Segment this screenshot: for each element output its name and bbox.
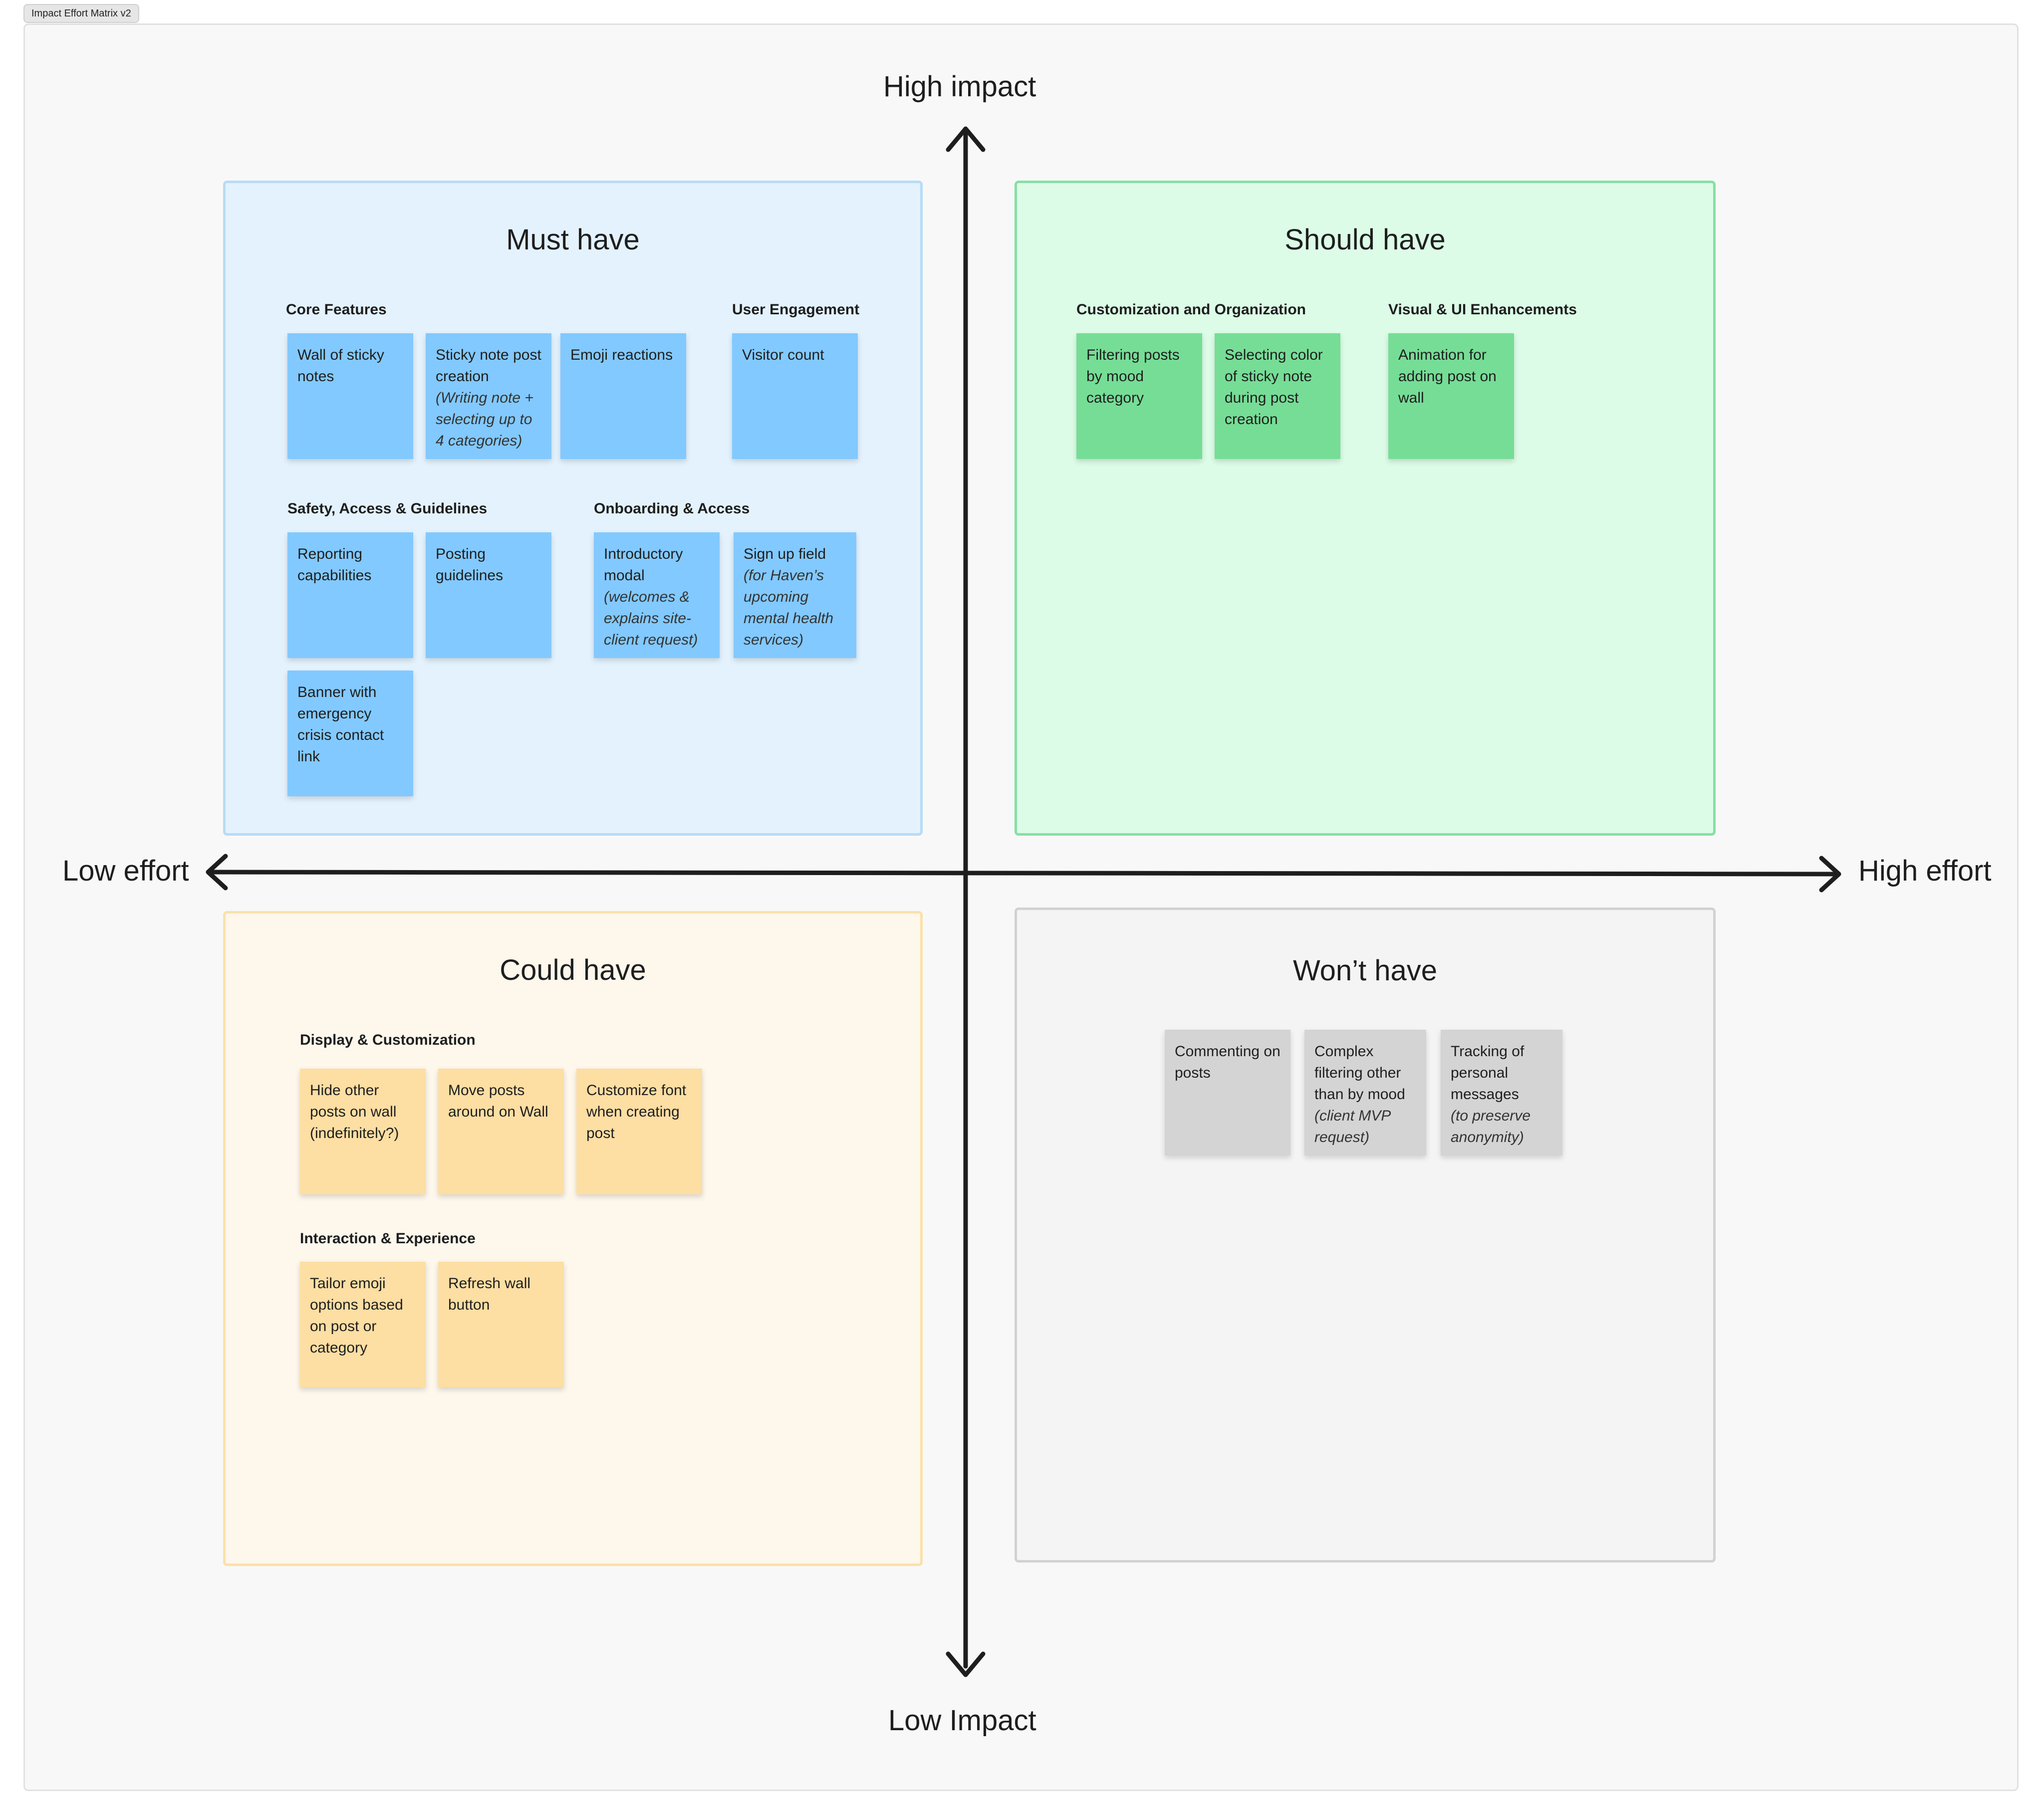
group-label-core-features: Core Features	[286, 301, 387, 318]
group-label-visual-ui: Visual & UI Enhancements	[1388, 301, 1577, 318]
sticky-emergency-banner[interactable]: Banner with emergency crisis contact lin…	[287, 671, 413, 796]
sticky-text: Posting guidelines	[436, 546, 504, 584]
down-arrowhead	[946, 1651, 986, 1677]
sticky-note-detail: (to preserve anonymity)	[1451, 1108, 1531, 1145]
wont-have-quadrant: Won’t have	[1015, 908, 1716, 1563]
left-arrowhead	[206, 854, 228, 891]
sticky-tailor-emoji-options[interactable]: Tailor emoji options based on post or ca…	[300, 1262, 426, 1387]
sticky-text: Animation for adding post on wall	[1398, 347, 1497, 406]
sticky-text: Customize font when creating post	[586, 1082, 687, 1141]
right-arrowhead	[1819, 856, 1841, 893]
sticky-text: Filtering posts by mood category	[1086, 347, 1180, 406]
group-label-customization-organization: Customization and Organization	[1076, 301, 1306, 318]
axis-label-high-effort: High effort	[1858, 855, 1992, 887]
sticky-filtering-posts[interactable]: Filtering posts by mood category	[1076, 333, 1202, 459]
sticky-complex-filtering[interactable]: Complex filtering other than by mood (cl…	[1304, 1030, 1426, 1155]
sticky-text: Visitor count	[742, 347, 824, 363]
axis-label-low-effort: Low effort	[62, 855, 189, 887]
sticky-commenting-on-posts[interactable]: Commenting on posts	[1165, 1030, 1290, 1155]
sticky-animation-adding-post[interactable]: Animation for adding post on wall	[1388, 333, 1514, 459]
sticky-refresh-wall-button[interactable]: Refresh wall button	[438, 1262, 564, 1387]
sticky-visitor-count[interactable]: Visitor count	[732, 333, 858, 459]
sticky-wall-of-sticky-notes[interactable]: Wall of sticky notes	[287, 333, 413, 459]
could-have-title: Could have	[500, 954, 646, 986]
group-label-display-customization: Display & Customization	[300, 1032, 476, 1048]
sticky-emoji-reactions[interactable]: Emoji reactions	[560, 333, 686, 459]
should-have-quadrant: Should have	[1015, 181, 1716, 836]
sticky-move-posts[interactable]: Move posts around on Wall	[438, 1069, 564, 1194]
sticky-text: Selecting color of sticky note during po…	[1225, 347, 1323, 428]
must-have-title: Must have	[506, 224, 640, 256]
sticky-hide-other-posts[interactable]: Hide other posts on wall (indefinitely?)	[300, 1069, 426, 1194]
group-label-safety: Safety, Access & Guidelines	[287, 500, 488, 517]
sticky-text: Move posts around on Wall	[448, 1082, 548, 1120]
sticky-text: Commenting on posts	[1175, 1043, 1280, 1081]
sticky-note-detail: (Writing note + selecting up to 4 catego…	[436, 390, 533, 449]
sticky-text: Complex filtering other than by mood	[1314, 1043, 1405, 1103]
should-have-title: Should have	[1284, 224, 1446, 256]
sticky-reporting-capabilities[interactable]: Reporting capabilities	[287, 532, 413, 658]
up-arrowhead	[946, 126, 986, 152]
sticky-text: Sticky note post creation	[436, 347, 541, 385]
sticky-selecting-color[interactable]: Selecting color of sticky note during po…	[1215, 333, 1340, 459]
could-have-quadrant: Could have	[223, 911, 923, 1566]
group-label-onboarding: Onboarding & Access	[594, 500, 750, 517]
sticky-text: Wall of sticky notes	[297, 347, 384, 385]
sticky-customize-font[interactable]: Customize font when creating post	[576, 1069, 702, 1194]
sticky-introductory-modal[interactable]: Introductory modal (welcomes & explains …	[594, 532, 720, 658]
sticky-text: Refresh wall button	[448, 1275, 531, 1313]
sticky-note-detail: (client MVP request)	[1314, 1108, 1391, 1145]
sticky-text: Introductory modal	[604, 546, 683, 584]
sticky-sign-up-field[interactable]: Sign up field (for Haven’s upcoming ment…	[734, 532, 856, 658]
sticky-text: Sign up field	[744, 546, 826, 562]
frame-title-tab[interactable]: Impact Effort Matrix v2	[23, 4, 139, 23]
sticky-note-detail: (welcomes & explains site- client reques…	[604, 589, 698, 648]
horizontal-axis-line	[210, 870, 1838, 877]
sticky-text: Tailor emoji options based on post or ca…	[310, 1275, 403, 1356]
sticky-text: Hide other posts on wall (indefinitely?)	[310, 1082, 399, 1141]
sticky-posting-guidelines[interactable]: Posting guidelines	[426, 532, 551, 658]
group-label-user-engagement: User Engagement	[732, 301, 860, 318]
sticky-text: Tracking of personal messages	[1451, 1043, 1525, 1103]
sticky-text: Banner with emergency crisis contact lin…	[297, 684, 384, 765]
sticky-note-post-creation[interactable]: Sticky note post creation (Writing note …	[426, 333, 551, 459]
sticky-text: Reporting capabilities	[297, 546, 372, 584]
sticky-tracking-messages[interactable]: Tracking of personal messages (to preser…	[1441, 1030, 1562, 1155]
wont-have-title: Won’t have	[1292, 954, 1438, 987]
axis-label-high-impact: High impact	[883, 70, 1036, 103]
group-label-interaction-experience: Interaction & Experience	[300, 1230, 476, 1247]
axis-label-low-impact: Low Impact	[888, 1704, 1036, 1737]
sticky-text: Emoji reactions	[570, 347, 673, 363]
sticky-note-detail: (for Haven’s upcoming mental health serv…	[744, 567, 834, 648]
